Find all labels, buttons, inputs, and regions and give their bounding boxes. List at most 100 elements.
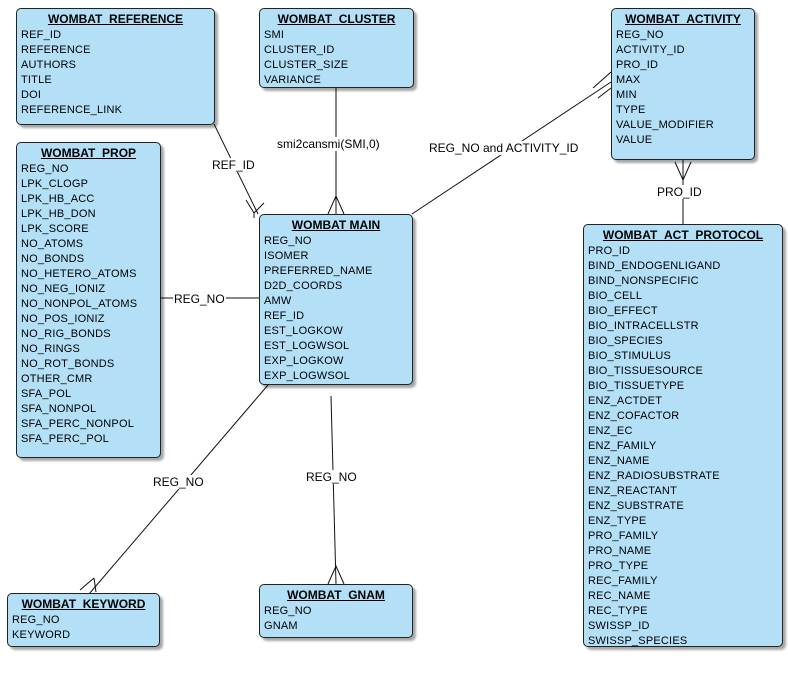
field-no-rot-bonds: NO_ROT_BONDS [21,358,115,370]
field-other-cmr: OTHER_CMR [21,373,93,385]
field-no-bonds: NO_BONDS [21,253,85,265]
relationship-line-keyword [88,384,269,595]
field-no-hetero-atoms: NO_HETERO_ATOMS [21,268,137,280]
crowfoot-gnam-main [327,564,345,585]
field-variance: VARIANCE [264,74,322,86]
entity-title: WOMBAT_GNAM [287,588,385,602]
field-reg-no: REG_NO [21,163,69,175]
field-list: PRO_ID BIND_ENDOGENLIGAND BIND_NONSPECIF… [588,244,778,649]
field-sfa-pol: SFA_POL [21,388,72,400]
field-reference: REFERENCE [21,44,91,56]
field-min: MIN [616,89,637,101]
entity-wombat-main[interactable]: WOMBAT MAIN REG_NO ISOMER PREFERRED_NAME… [259,214,413,385]
field-list: REG_NO KEYWORD [12,613,155,643]
field-doi: DOI [21,89,42,101]
field-pro-type: PRO_TYPE [588,560,649,572]
field-exp-logkow: EXP_LOGKOW [264,355,344,367]
field-swissp-id: SWISSP_ID [588,620,650,632]
field-reg-no: REG_NO [264,605,312,617]
crowfoot-main-ref [245,199,265,218]
field-bio-tissuesource: BIO_TISSUESOURCE [588,365,704,377]
entity-title: WOMBAT_ACTIVITY [625,12,741,26]
field-enz-cofactor: ENZ_COFACTOR [588,410,680,422]
entity-wombat-reference[interactable]: WOMBAT_REFERENCE REF_ID REFERENCE AUTHOR… [16,8,215,125]
field-enz-family: ENZ_FAMILY [588,440,657,452]
field-no-pos-ioniz: NO_POS_IONIZ [21,313,105,325]
relationship-label-prop: REG_NO [173,292,226,306]
field-lpk-hb-don: LPK_HB_DON [21,208,96,220]
field-no-rings: NO_RINGS [21,343,81,355]
field-activity-id: ACTIVITY_ID [616,44,685,56]
field-bio-effect: BIO_EFFECT [588,305,658,317]
crowfoot-keyword-main [79,577,97,593]
field-bio-stimulus: BIO_STIMULUS [588,350,672,362]
field-preferred-name: PREFERRED_NAME [264,265,373,277]
field-list: REF_ID REFERENCE AUTHORS TITLE DOI REFER… [21,28,210,118]
field-pro-name: PRO_NAME [588,545,652,557]
field-enz-type: ENZ_TYPE [588,515,647,527]
field-cluster-size: CLUSTER_SIZE [264,59,349,71]
relationship-label-ref-id: REF_ID [211,158,256,172]
entity-wombat-cluster[interactable]: WOMBAT_CLUSTER SMI CLUSTER_ID CLUSTER_SI… [259,8,414,88]
field-no-nonpol-atoms: NO_NONPOL_ATOMS [21,298,138,310]
field-bind-endogenligand: BIND_ENDOGENLIGAND [588,260,721,272]
field-est-logwsol: EST_LOGWSOL [264,340,350,352]
entity-title: WOMBAT_KEYWORD [21,597,146,611]
entity-wombat-prop[interactable]: WOMBAT_PROP REG_NO LPK_CLOGP LPK_HB_ACC … [16,142,161,458]
field-rec-type: REC_TYPE [588,605,648,617]
field-reg-no: REG_NO [12,614,60,626]
field-est-logkow: EST_LOGKOW [264,325,344,337]
field-no-neg-ioniz: NO_NEG_IONIZ [21,283,106,295]
field-value-modifier: VALUE_MODIFIER [616,119,714,131]
entity-wombat-keyword[interactable]: WOMBAT_KEYWORD REG_NO KEYWORD [7,593,160,647]
field-reg-no: REG_NO [264,235,312,247]
crowfoot-activity-main [592,71,612,99]
field-exp-logwsol: EXP_LOGWSOL [264,370,350,382]
crowfoot-activity-protocol [674,161,692,182]
field-no-rig-bonds: NO_RIG_BONDS [21,328,111,340]
field-rec-family: REC_FAMILY [588,575,658,587]
field-pro-family: PRO_FAMILY [588,530,659,542]
entity-title: WOMBAT_CLUSTER [277,12,396,26]
relationship-label-gnam: REG_NO [305,470,358,484]
field-swissp-species: SWISSP_SPECIES [588,635,688,647]
relationship-label-keyword: REG_NO [152,475,205,489]
entity-wombat-act-protocol[interactable]: WOMBAT_ACT_PROTOCOL PRO_ID BIND_ENDOGENL… [583,224,783,647]
field-enz-radiosubstrate: ENZ_RADIOSUBSTRATE [588,470,720,482]
field-enz-ec: ENZ_EC [588,425,633,437]
relationship-label-reg-no-activity-id: REG_NO and ACTIVITY_ID [428,141,580,155]
field-enz-actdet: ENZ_ACTDET [588,395,663,407]
entity-wombat-gnam[interactable]: WOMBAT_GNAM REG_NO GNAM [259,584,413,638]
relationship-label-pro-id: PRO_ID [656,185,703,199]
field-pro-id: PRO_ID [588,245,631,257]
field-enz-name: ENZ_NAME [588,455,650,467]
field-authors: AUTHORS [21,59,77,71]
field-sfa-perc-nonpol: SFA_PERC_NONPOL [21,418,135,430]
field-keyword: KEYWORD [12,629,71,641]
field-value: VALUE [616,134,653,146]
field-type: TYPE [616,104,646,116]
entity-title: WOMBAT MAIN [291,218,381,232]
entity-title: WOMBAT_REFERENCE [47,12,184,26]
field-bio-cell: BIO_CELL [588,290,643,302]
field-sfa-nonpol: SFA_NONPOL [21,403,97,415]
field-list: REG_NO LPK_CLOGP LPK_HB_ACC LPK_HB_DON L… [21,162,156,447]
relationship-line-gnam [330,395,337,585]
field-ref-id: REF_ID [264,310,305,322]
field-gnam: GNAM [264,620,298,632]
field-max: MAX [616,74,641,86]
field-list: SMI CLUSTER_ID CLUSTER_SIZE VARIANCE [264,28,409,88]
field-bio-intracellstr: BIO_INTRACELLSTR [588,320,699,332]
field-list: REG_NO ISOMER PREFERRED_NAME D2D_COORDS … [264,234,408,384]
field-title: TITLE [21,74,52,86]
field-bio-tissuetype: BIO_TISSUETYPE [588,380,685,392]
field-isomer: ISOMER [264,250,309,262]
field-no-atoms: NO_ATOMS [21,238,84,250]
field-sfa-perc-pol: SFA_PERC_POL [21,433,109,445]
field-d2d-coords: D2D_COORDS [264,280,343,292]
entity-wombat-activity[interactable]: WOMBAT_ACTIVITY REG_NO ACTIVITY_ID PRO_I… [611,8,755,160]
field-list: REG_NO GNAM [264,604,408,634]
field-reg-no: REG_NO [616,29,664,41]
field-enz-substrate: ENZ_SUBSTRATE [588,500,684,512]
